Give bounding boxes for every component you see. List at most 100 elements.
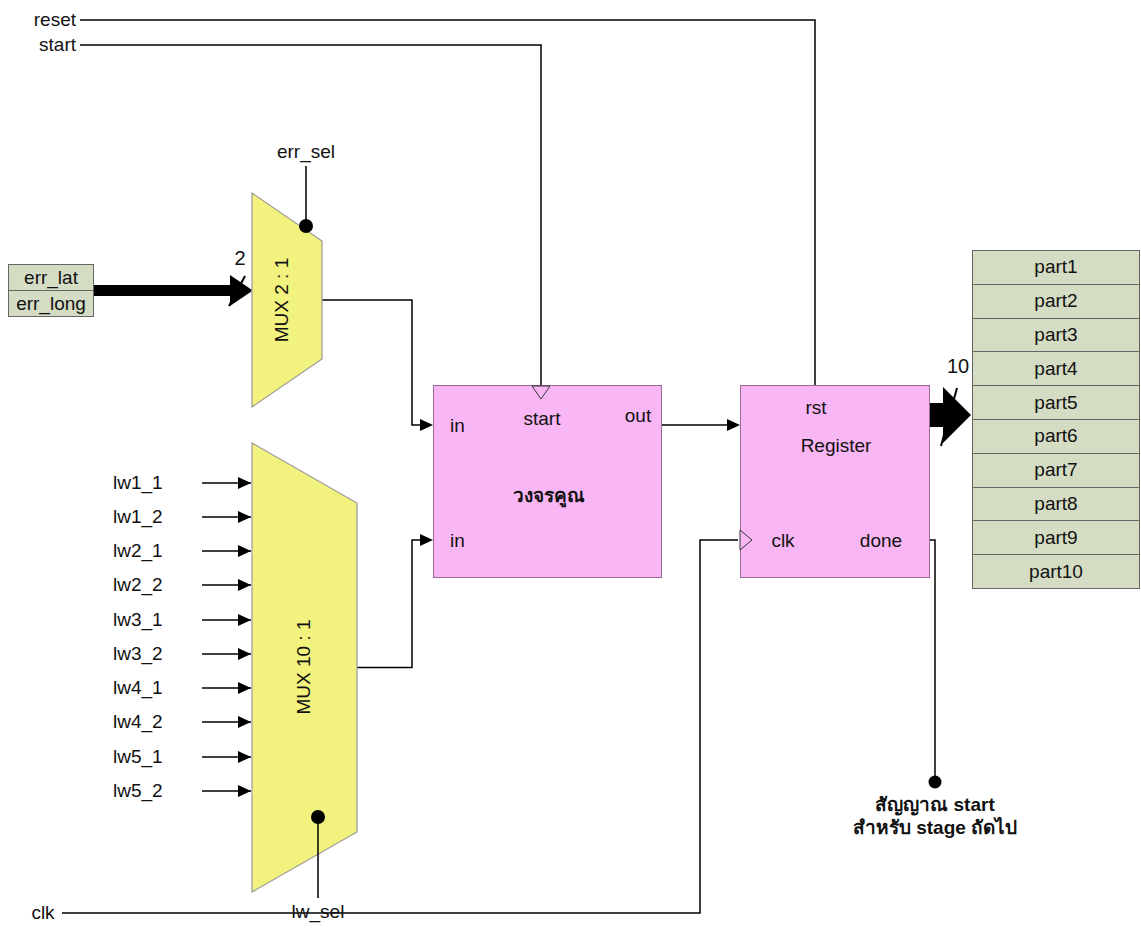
start-trigger-symbol [532,386,550,399]
input-arrow [202,790,251,792]
node-text: part1 [1034,256,1077,278]
mux-symbol: MUX 2 : 1 [252,193,322,407]
arrow-head [943,387,971,443]
input-arrow [202,619,251,621]
multiplier-box: in start out วงจรคูณ in [433,385,662,578]
signal-name: lw4_2 [113,711,163,734]
node-text: in [450,415,465,437]
input-arrow [202,756,251,758]
node-text: part4 [1034,358,1077,380]
input-arrow [202,482,251,484]
node-text: start [524,408,561,430]
input-arrow [202,584,251,586]
connector-line [662,424,727,426]
arrow-head [230,275,252,305]
input-arrows [202,483,251,791]
signal-name: lw2_2 [113,574,163,597]
input-arrow [202,653,251,655]
note-text: สัญญาณ start สำหรับ stage ถัดไป [846,794,1024,840]
node-text: part5 [1034,392,1077,414]
signal-name: lw4_1 [113,677,163,700]
bus-width: 2 [234,246,245,270]
node-text: done [860,530,902,552]
part-cell: part2 [972,284,1140,319]
node-text: MUX 2 : 1 [271,258,293,342]
node-text: part6 [1034,425,1077,447]
arrow-head [420,534,433,546]
mux-symbol: MUX 10 : 1 [252,443,357,892]
part-cell: part9 [972,520,1140,555]
node-text: part2 [1034,290,1077,312]
part-cell: part10 [972,554,1140,589]
input-arrow [202,721,251,723]
node-text: in [450,530,465,552]
node-text: Register [801,435,872,457]
arrow-head [420,419,433,431]
signal-name: clk [31,902,54,925]
signal-name: err_sel [277,141,335,164]
part-cell: part5 [972,385,1140,420]
connector [930,387,971,443]
part-cell: part1 [972,250,1140,285]
connector-line [357,540,420,668]
select-dot [311,810,325,824]
connector-line [322,300,420,425]
input-arrow [202,516,251,518]
signal-name: lw1_2 [113,506,163,529]
part-cell: part8 [972,487,1140,522]
node-text: rst [805,397,826,419]
select-wire [317,822,319,898]
node-text: วงจรคูณ [513,485,585,507]
node-text: clk [771,530,794,552]
arrow-head [230,276,252,306]
signal-name: lw5_1 [113,746,163,769]
connector [94,275,252,305]
node-text: err_lat [24,267,78,289]
part-cell: part3 [972,318,1140,353]
node-text: part7 [1034,459,1077,481]
signal-name: lw5_2 [113,780,163,803]
signal-wire [62,20,935,913]
connector-line [930,403,943,427]
input-arrow [202,550,251,552]
part-cell: part7 [972,453,1140,488]
part-cell: part4 [972,351,1140,386]
connector-line [94,286,230,296]
signal-name: reset [34,9,76,32]
node-text: part8 [1034,493,1077,515]
signal-name: start [39,34,76,57]
part-cell: part6 [972,419,1140,454]
node-text: err_long [16,293,86,315]
node-text: out [625,405,651,427]
mux-outline [252,193,322,407]
input-cell: err_lat [8,264,94,291]
signal-name: lw1_1 [113,472,163,495]
mux-outline [252,443,357,892]
bus-width: 10 [947,354,969,378]
connector [322,300,433,431]
reset-wire [80,20,815,385]
signal-name: lw3_1 [113,609,163,632]
arrow-head [727,419,740,431]
signal-name: lw2_1 [113,540,163,563]
input-cell: err_long [8,290,94,317]
connector [662,419,740,431]
terminal-dot [929,776,942,789]
select-dot [299,219,313,233]
node-text: part10 [1029,561,1083,583]
done-wire [930,540,935,776]
node-text: MUX 10 : 1 [293,619,315,714]
connector [357,534,433,668]
node-text: part3 [1034,324,1077,346]
node-text: part9 [1034,527,1077,549]
input-arrow [202,687,251,689]
select-wire [305,166,307,222]
signal-name: lw3_2 [113,643,163,666]
clk-wire [62,540,738,913]
clock-symbol [740,530,752,550]
signal-name: lw_sel [292,901,345,924]
connector-line [94,285,230,295]
register-box: rstRegister clk done [740,385,930,578]
connector [94,276,252,306]
